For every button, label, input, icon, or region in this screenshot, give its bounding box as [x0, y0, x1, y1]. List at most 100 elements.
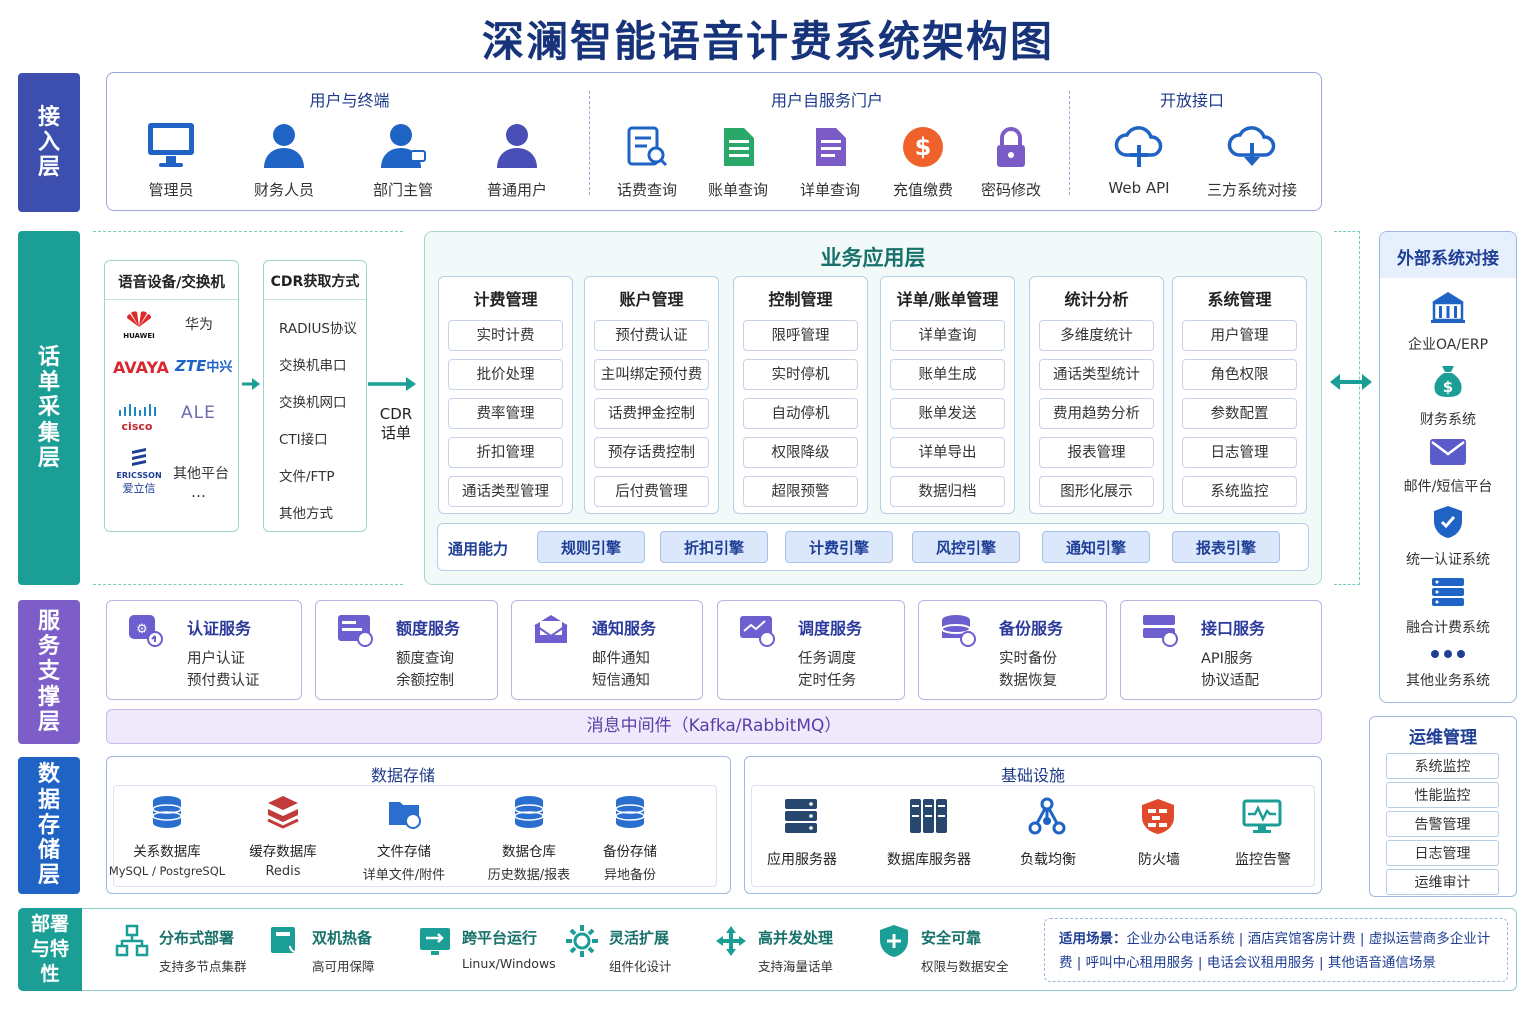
infra-item[interactable]: 数据库服务器	[869, 797, 989, 869]
scenario-box: 适用场景：企业办公电话系统 | 酒店宾馆客房计费 | 虚拟运营商多企业计费 | …	[1044, 918, 1508, 982]
business-item[interactable]: 账单生成	[890, 359, 1005, 390]
business-item[interactable]: 费率管理	[448, 398, 563, 429]
business-item[interactable]: 角色权限	[1182, 359, 1297, 390]
business-item[interactable]: 账单发送	[890, 398, 1005, 429]
portal-fee-query[interactable]: 话费查询	[607, 125, 687, 200]
business-item[interactable]: 超限预警	[743, 476, 858, 507]
quota-service-icon	[338, 615, 373, 647]
portal-detail-query[interactable]: 详单查询	[790, 125, 870, 200]
business-item[interactable]: 用户管理	[1182, 320, 1297, 351]
business-item[interactable]: 报表管理	[1039, 437, 1154, 468]
business-title: 业务应用层	[820, 246, 926, 270]
business-item[interactable]: 图形化展示	[1039, 476, 1154, 507]
ops-item[interactable]: 运维审计	[1386, 869, 1499, 895]
huawei-logo: HUAWEI	[119, 310, 159, 340]
business-item[interactable]: 多维度统计	[1039, 320, 1154, 351]
infra-item[interactable]: 应用服务器	[742, 797, 862, 869]
notify-service[interactable]: 通知服务邮件通知短信通知	[511, 600, 703, 700]
engine-billing[interactable]: 计费引擎	[785, 531, 893, 563]
engine-risk[interactable]: 风控引擎	[912, 531, 1020, 563]
svg-text:$: $	[915, 133, 932, 161]
deploy-feature: 灵活扩展组件化设计	[565, 922, 715, 978]
portal-bill-query[interactable]: 账单查询	[698, 125, 778, 200]
business-item[interactable]: 自动停机	[743, 398, 858, 429]
portal-recharge[interactable]: $ 充值缴费	[883, 125, 963, 200]
storage-item[interactable]: 文件存储详单文件/附件	[334, 794, 474, 883]
user-finance[interactable]: 财务人员	[244, 121, 324, 200]
business-item[interactable]: 预存话费控制	[594, 437, 709, 468]
business-item[interactable]: 通话类型管理	[448, 476, 563, 507]
ext-oa-erp[interactable]: 企业OA/ERP	[1379, 290, 1517, 354]
monitor-alert-icon	[1242, 799, 1282, 833]
business-item[interactable]: 实时计费	[448, 320, 563, 351]
cisco-icon	[119, 404, 156, 416]
infra-item[interactable]: 监控告警	[1203, 797, 1323, 869]
business-item[interactable]: 系统监控	[1182, 476, 1297, 507]
business-item[interactable]: 权限降级	[743, 437, 858, 468]
ops-item[interactable]: 告警管理	[1386, 811, 1499, 837]
api-third-party[interactable]: 三方系统对接	[1197, 125, 1307, 200]
schedule-service[interactable]: 调度服务任务调度定时任务	[717, 600, 905, 700]
business-item[interactable]: 数据归档	[890, 476, 1005, 507]
business-item[interactable]: 日志管理	[1182, 437, 1297, 468]
business-item[interactable]: 话费押金控制	[594, 398, 709, 429]
engine-discount[interactable]: 折扣引擎	[660, 531, 768, 563]
business-item[interactable]: 折扣管理	[448, 437, 563, 468]
engine-rules[interactable]: 规则引擎	[537, 531, 645, 563]
deploy-feature: 分布式部署支持多节点集群	[115, 922, 265, 978]
portal-password[interactable]: 密码修改	[971, 125, 1051, 200]
storage-item[interactable]: 数据仓库历史数据/报表	[459, 794, 599, 883]
business-item[interactable]: 后付费管理	[594, 476, 709, 507]
infra-item[interactable]: 防火墙	[1099, 797, 1219, 869]
ops-item[interactable]: 性能监控	[1386, 782, 1499, 808]
person-icon	[497, 124, 537, 168]
engine-report[interactable]: 报表引擎	[1172, 531, 1280, 563]
external-title: 外部系统对接	[1397, 249, 1499, 269]
ops-item[interactable]: 系统监控	[1386, 753, 1499, 779]
user-admin[interactable]: 管理员	[131, 121, 211, 200]
business-item[interactable]: 详单导出	[890, 437, 1005, 468]
ext-convergent-billing[interactable]: 融合计费系统	[1379, 577, 1517, 637]
deploy-bar	[18, 908, 1517, 991]
business-item[interactable]: 批价处理	[448, 359, 563, 390]
service-title: 通知服务	[592, 619, 657, 638]
service-line: 实时备份	[999, 651, 1057, 667]
deploy-title: 安全可靠	[921, 929, 982, 947]
backup-service[interactable]: 备份服务实时备份数据恢复	[918, 600, 1107, 700]
ext-mail-sms[interactable]: 邮件/短信平台	[1379, 438, 1517, 496]
ext-other-business[interactable]: 其他业务系统	[1379, 648, 1517, 690]
business-item[interactable]: 费用趋势分析	[1039, 398, 1154, 429]
business-item[interactable]: 实时停机	[743, 359, 858, 390]
auth-service[interactable]: ⚙认证服务用户认证预付费认证	[106, 600, 302, 700]
cdr-method: 交换机网口	[279, 395, 347, 411]
engine-notify[interactable]: 通知引擎	[1042, 531, 1150, 563]
database-icon	[152, 796, 182, 828]
business-item[interactable]: 限呼管理	[743, 320, 858, 351]
business-item[interactable]: 详单查询	[890, 320, 1005, 351]
business-item[interactable]: 预付费认证	[594, 320, 709, 351]
ops-item[interactable]: 日志管理	[1386, 840, 1499, 866]
user-manager[interactable]: 部门主管	[363, 121, 443, 200]
cdr-method: 其他方式	[279, 506, 333, 522]
ext-finance[interactable]: $ 财务系统	[1379, 363, 1517, 429]
layer-tag-service: 服务支撑层	[18, 600, 80, 744]
cdr-methods-box: CDR获取方式 RADIUS协议 交换机串口 交换机网口 CTI接口 文件/FT…	[263, 260, 367, 532]
ext-auth[interactable]: 统一认证系统	[1379, 505, 1517, 569]
service-line: API服务	[1201, 651, 1253, 667]
business-item[interactable]: 参数配置	[1182, 398, 1297, 429]
business-item[interactable]: 通话类型统计	[1039, 359, 1154, 390]
api-web[interactable]: Web API	[1099, 125, 1179, 197]
user-normal[interactable]: 普通用户	[477, 121, 557, 200]
server-stack-icon	[1432, 578, 1464, 606]
infra-item[interactable]: 负载均衡	[988, 797, 1108, 869]
business-item[interactable]: 主叫绑定预付费	[594, 359, 709, 390]
cisco-logo: cisco	[115, 401, 159, 433]
storage-item[interactable]: 备份存储异地备份	[560, 794, 700, 883]
business-col-title: 控制管理	[768, 290, 833, 309]
storage-name: 关系数据库	[133, 844, 201, 860]
deploy-title: 灵活扩展	[609, 929, 670, 947]
quota-service[interactable]: 额度服务额度查询余额控制	[315, 600, 498, 700]
